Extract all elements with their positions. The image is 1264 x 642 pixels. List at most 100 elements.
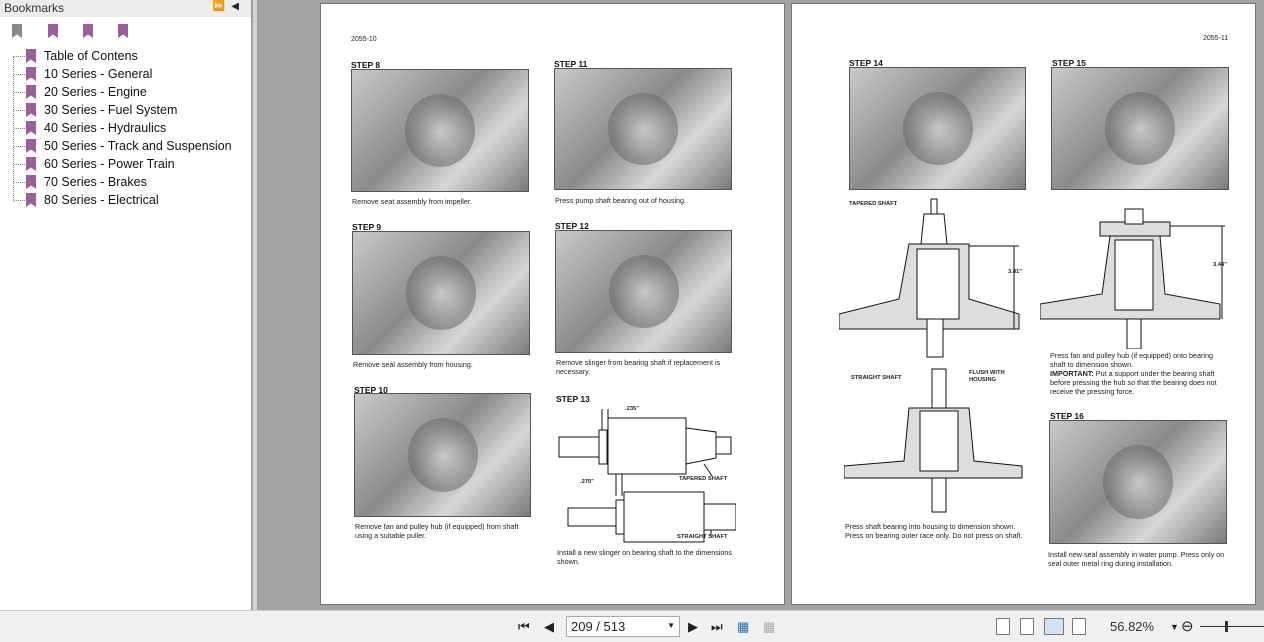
step-photo xyxy=(351,69,529,192)
continuous-facing-view-icon[interactable] xyxy=(1072,618,1086,635)
important-note: IMPORTANT: Put a support under the beari… xyxy=(1050,369,1230,396)
dimension-label: .235" xyxy=(625,406,640,412)
step-title: STEP 14 xyxy=(849,58,883,68)
panel-splitter[interactable] xyxy=(253,0,257,610)
step-photo xyxy=(1051,67,1229,190)
expand-bookmark-icon[interactable] xyxy=(118,24,130,38)
bookmark-item[interactable]: 40 Series - Hydraulics xyxy=(0,119,252,137)
facing-view-icon[interactable] xyxy=(1044,618,1064,635)
step-title: STEP 16 xyxy=(1050,411,1084,421)
step-caption: Press fan and pulley hub (if equipped) o… xyxy=(1050,351,1214,369)
step-caption: Press shaft bearing into housing to dime… xyxy=(845,522,1023,540)
step-caption: Press pump shaft bearing out of housing. xyxy=(555,196,687,205)
bookmarks-title: Bookmarks xyxy=(4,1,65,15)
step-caption: Remove slinger from bearing shaft if rep… xyxy=(556,358,721,376)
step-photo xyxy=(849,67,1026,190)
goto-bookmark-icon[interactable] xyxy=(83,24,95,38)
previous-view-icon[interactable]: ▦ xyxy=(737,619,750,634)
bookmark-icon xyxy=(26,193,36,207)
step-caption: Remove seat assembly from impeller. xyxy=(352,197,472,206)
page-number-value: 209 / 513 xyxy=(571,619,626,634)
bookmark-toolbar xyxy=(0,17,251,39)
step-caption: Remove fan and pulley hub (if equipped) … xyxy=(355,522,519,540)
bookmark-icon xyxy=(26,67,36,81)
delete-bookmark-icon[interactable] xyxy=(12,24,24,38)
bookmark-icon xyxy=(26,175,36,189)
bookmark-label: 80 Series - Electrical xyxy=(44,193,159,207)
important-label: IMPORTANT: xyxy=(1050,369,1094,378)
page-number: 2055-11 xyxy=(1203,35,1229,42)
step-caption: Install new seal assembly in water pump.… xyxy=(1048,550,1225,568)
step-title: STEP 12 xyxy=(555,221,589,231)
bookmark-icon xyxy=(26,157,36,171)
next-view-icon[interactable]: ▦ xyxy=(763,619,776,634)
bookmark-tree: Table of Contens 10 Series - General 20 … xyxy=(0,47,252,209)
single-page-view-icon[interactable] xyxy=(996,618,1010,635)
bookmark-label: 70 Series - Brakes xyxy=(44,175,147,189)
continuous-view-icon[interactable] xyxy=(1020,618,1034,635)
step-title: STEP 11 xyxy=(554,59,588,69)
diagram-label: TAPERED SHAFT xyxy=(679,476,728,482)
dimension-label: 3.41" xyxy=(1008,269,1023,275)
housing-diagram xyxy=(839,198,1020,358)
last-page-icon[interactable]: ⏭ xyxy=(711,619,723,634)
zoom-slider-thumb[interactable] xyxy=(1225,621,1228,632)
bookmark-label: 40 Series - Hydraulics xyxy=(44,121,167,135)
slinger-diagram xyxy=(558,409,736,543)
page-number: 2055-10 xyxy=(351,36,377,43)
diagram-label: STRAIGHT SHAFT xyxy=(677,534,728,540)
step-title: STEP 15 xyxy=(1052,58,1086,68)
step-photo xyxy=(555,230,732,353)
bookmark-item[interactable]: 60 Series - Power Train xyxy=(0,155,252,173)
bookmark-label: 20 Series - Engine xyxy=(44,85,147,99)
step-photo xyxy=(352,231,530,355)
bookmark-item[interactable]: 70 Series - Brakes xyxy=(0,173,252,191)
bookmark-item[interactable]: Table of Contens xyxy=(0,47,252,65)
bookmark-label: Table of Contens xyxy=(44,49,138,63)
zoom-dropdown-icon[interactable]: ▼ xyxy=(1170,622,1179,632)
bookmark-item[interactable]: 10 Series - General xyxy=(0,65,252,83)
step-title: STEP 9 xyxy=(352,222,382,232)
navigation-toolbar: ⏮ ◀ 209 / 513 ▼ ▶ ⏭ ▦ ▦ 56.82% ▼ ⊖ xyxy=(0,610,1264,642)
zoom-level[interactable]: 56.82% xyxy=(1110,619,1155,634)
step-photo xyxy=(554,68,732,190)
step-title: STEP 10 xyxy=(354,385,388,395)
diagram-label: TAPERED SHAFT xyxy=(849,201,898,207)
diagram-label: STRAIGHT SHAFT xyxy=(851,375,902,381)
bookmark-icon xyxy=(26,103,36,117)
bookmark-item[interactable]: 30 Series - Fuel System xyxy=(0,101,252,119)
collapse-panel-icon[interactable]: ◀ xyxy=(231,1,245,12)
add-bookmark-icon[interactable] xyxy=(48,24,60,38)
chevron-down-icon[interactable]: ▼ xyxy=(667,621,675,630)
zoom-out-icon[interactable]: ⊖ xyxy=(1181,618,1194,635)
bookmark-item[interactable]: 80 Series - Electrical xyxy=(0,191,252,209)
bookmarks-header: Bookmarks ⏩◀ xyxy=(0,0,251,17)
zoom-slider[interactable] xyxy=(1200,626,1264,627)
previous-page-icon[interactable]: ◀ xyxy=(544,619,554,634)
bookmark-label: 60 Series - Power Train xyxy=(44,157,175,171)
bookmark-icon xyxy=(26,121,36,135)
bookmark-item[interactable]: 20 Series - Engine xyxy=(0,83,252,101)
step-title: STEP 8 xyxy=(351,60,381,70)
bookmark-item[interactable]: 50 Series - Track and Suspension xyxy=(0,137,252,155)
next-page-icon[interactable]: ▶ xyxy=(688,619,698,634)
important-text: Put a support under the bearing shaft be… xyxy=(1050,369,1217,396)
first-page-icon[interactable]: ⏮ xyxy=(518,619,530,634)
dimension-label: 3.44" xyxy=(1213,262,1228,268)
step-photo xyxy=(354,393,531,517)
step-title: STEP 13 xyxy=(556,394,590,404)
hub-diagram xyxy=(1040,208,1225,349)
expand-panel-icon[interactable]: ⏩ xyxy=(212,1,232,12)
step-photo xyxy=(1049,420,1227,544)
bookmark-label: 10 Series - General xyxy=(44,67,153,81)
bookmark-label: 30 Series - Fuel System xyxy=(44,103,178,117)
dimension-label: .270" xyxy=(580,479,595,485)
step-caption: Remove seal assembly from housing. xyxy=(353,360,473,369)
pdf-page-right: 2055-11 STEP 14 STEP 15 TAPERED SHAFT 3.… xyxy=(791,3,1256,605)
bookmark-label: 50 Series - Track and Suspension xyxy=(44,139,232,153)
page-number-input[interactable]: 209 / 513 ▼ xyxy=(566,616,680,637)
bookmark-icon xyxy=(26,49,36,63)
bookmarks-panel: Bookmarks ⏩◀ Table of Contens 10 Series … xyxy=(0,0,252,610)
bookmark-icon xyxy=(26,139,36,153)
pdf-page-left: 2055-10 STEP 8 Remove seat assembly from… xyxy=(320,3,785,605)
